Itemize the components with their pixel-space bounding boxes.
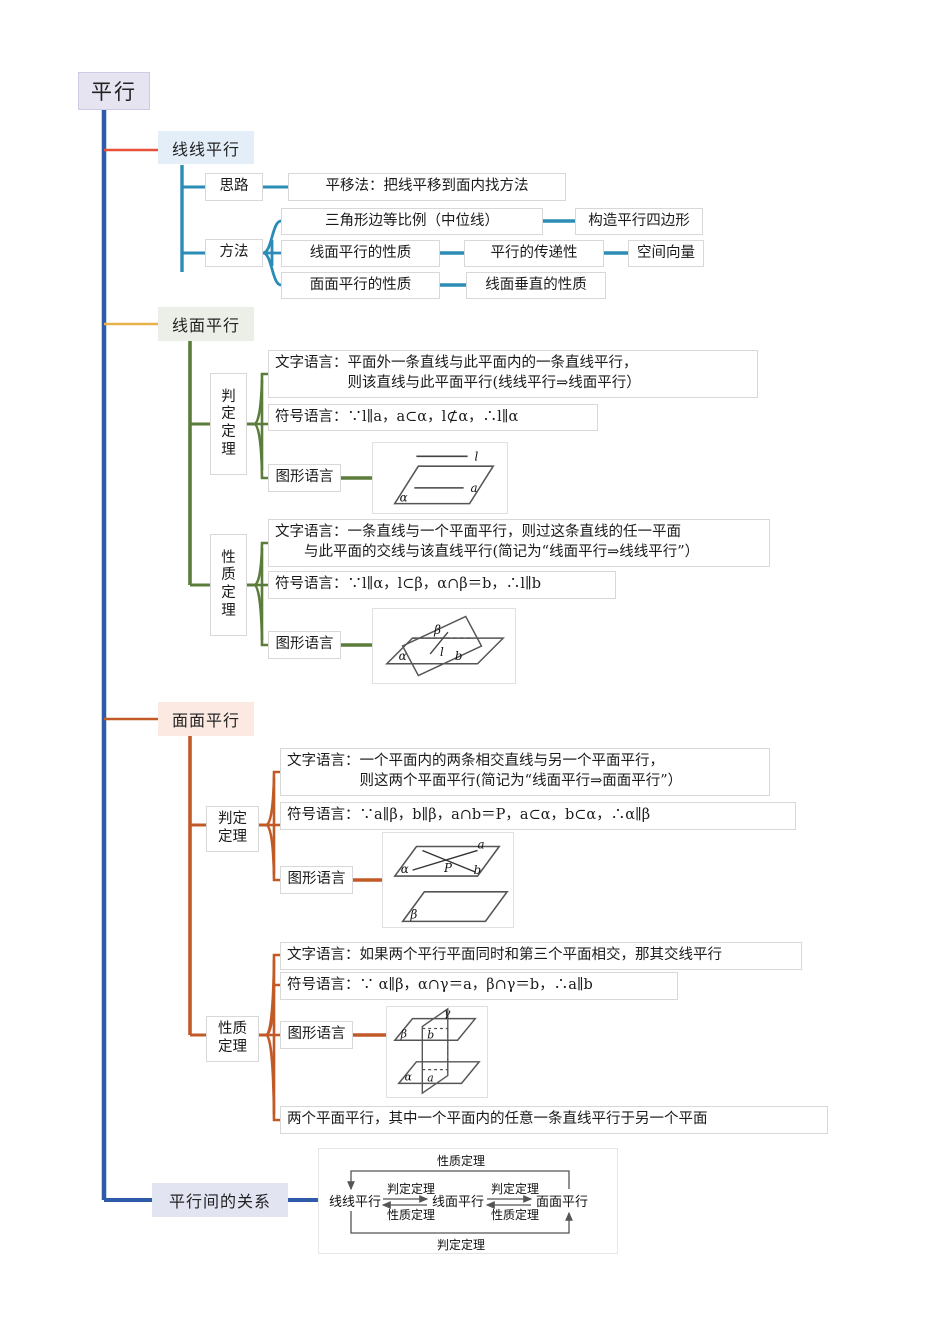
line-plane-property-text[interactable]: 文字语言：一条直线与一个平面平行，则过这条直线的任一平面 与此平面的交线与该直线… [268,519,770,567]
line-plane-property-symbol[interactable]: 符号语言：∵l∥α，l⊂β，α∩β＝b，∴l∥b [268,571,616,599]
plane-plane-property-extra[interactable]: 两个平面平行，其中一个平面内的任意一条直线平行于另一个平面 [280,1106,828,1134]
method-item-2[interactable]: 面面平行的性质 [281,272,440,299]
svg-text:γ: γ [444,1007,451,1020]
line-plane-property-figure-label[interactable]: 图形语言 [268,631,341,659]
plane-plane-property-text[interactable]: 文字语言：如果两个平行平面同时和第三个平面相交，那其交线平行 [280,942,802,970]
line-line-method-label[interactable]: 方法 [205,239,263,267]
svg-text:b: b [427,1028,434,1041]
svg-text:a: a [478,837,485,851]
svg-text:b: b [474,863,482,877]
branch-plane-plane[interactable]: 面面平行 [158,702,254,736]
line-plane-judge-text[interactable]: 文字语言：平面外一条直线与此平面内的一条直线平行， 则该直线与此平面平行(线线平… [268,350,758,398]
branch-line-line-label: 线线平行 [171,139,240,159]
svg-text:判定定理: 判定定理 [491,1181,539,1196]
svg-text:性质定理: 性质定理 [437,1153,485,1168]
svg-text:a: a [471,481,478,495]
line-plane-judge-label[interactable]: 判 定 定 理 [210,373,247,475]
plane-plane-property-figure-label[interactable]: 图形语言 [280,1021,353,1049]
plane-plane-property-figure: γ b β a α [386,1006,488,1098]
line-plane-property-label[interactable]: 性 质 定 理 [210,534,247,636]
method-item-1[interactable]: 线面平行的性质 [281,240,440,267]
plane-plane-judge-text[interactable]: 文字语言：一个平面内的两条相交直线与另一个平面平行， 则这两个平面平行(简记为“… [280,748,770,796]
svg-text:性质定理: 性质定理 [387,1207,435,1222]
svg-text:β: β [433,623,441,637]
svg-text:l: l [440,645,444,659]
svg-text:l: l [474,449,478,463]
branch-relations[interactable]: 平行间的关系 [152,1183,288,1217]
rel-node-2: 面面平行 [536,1195,588,1210]
svg-text:P: P [443,861,453,875]
method-item-1-next-1[interactable]: 空间向量 [628,240,704,267]
branch-relations-label: 平行间的关系 [168,1192,271,1211]
root-node[interactable]: 平行 [78,72,150,110]
plane-plane-property-symbol[interactable]: 符号语言：∵ α∥β，α∩γ＝a，β∩γ＝b，∴a∥b [280,972,678,1000]
svg-text:性质定理: 性质定理 [491,1207,539,1222]
svg-text:判定定理: 判定定理 [387,1181,435,1196]
branch-line-plane-label: 线面平行 [171,316,240,335]
line-line-idea-label[interactable]: 思路 [205,173,263,201]
plane-plane-judge-figure-label[interactable]: 图形语言 [280,866,353,894]
line-plane-judge-figure: l a α [372,442,508,514]
root-label: 平行 [91,80,137,104]
svg-text:β: β [410,907,418,921]
relations-diagram: 线线平行 线面平行 面面平行 判定定理 性质定理 判定定理 性质定理 性质定理 … [318,1148,618,1254]
line-line-idea-content[interactable]: 平移法：把线平移到面内找方法 [288,173,566,201]
rel-node-0: 线线平行 [329,1195,381,1210]
svg-text:α: α [405,1070,413,1083]
method-item-1-next-0[interactable]: 平行的传递性 [464,240,604,267]
svg-text:a: a [427,1071,433,1084]
line-plane-judge-figure-label[interactable]: 图形语言 [268,464,341,492]
branch-line-line[interactable]: 线线平行 [158,131,254,164]
plane-plane-judge-figure: a b P α β [382,832,514,928]
branch-plane-plane-label: 面面平行 [171,711,240,730]
rel-node-1: 线面平行 [432,1195,484,1210]
branch-line-plane[interactable]: 线面平行 [158,307,254,341]
svg-text:判定定理: 判定定理 [437,1237,485,1252]
plane-plane-property-label[interactable]: 性质 定理 [206,1016,259,1062]
plane-plane-judge-label[interactable]: 判定 定理 [206,806,259,852]
method-item-0-next-0[interactable]: 构造平行四边形 [575,208,703,235]
line-plane-property-figure: β l b α [372,608,516,684]
svg-text:α: α [400,491,408,505]
svg-text:β: β [400,1027,407,1040]
method-item-0[interactable]: 三角形边等比例（中位线） [281,208,543,235]
svg-text:α: α [401,862,409,876]
plane-plane-judge-symbol[interactable]: 符号语言：∵a∥β，b∥β，a∩b＝P，a⊂α，b⊂α，∴α∥β [280,802,796,830]
method-item-2-next-0[interactable]: 线面垂直的性质 [466,272,606,299]
svg-text:b: b [455,649,463,663]
svg-text:α: α [399,649,407,663]
line-plane-judge-symbol[interactable]: 符号语言：∵l∥a，a⊂α，l⊄α，∴l∥α [268,404,598,431]
